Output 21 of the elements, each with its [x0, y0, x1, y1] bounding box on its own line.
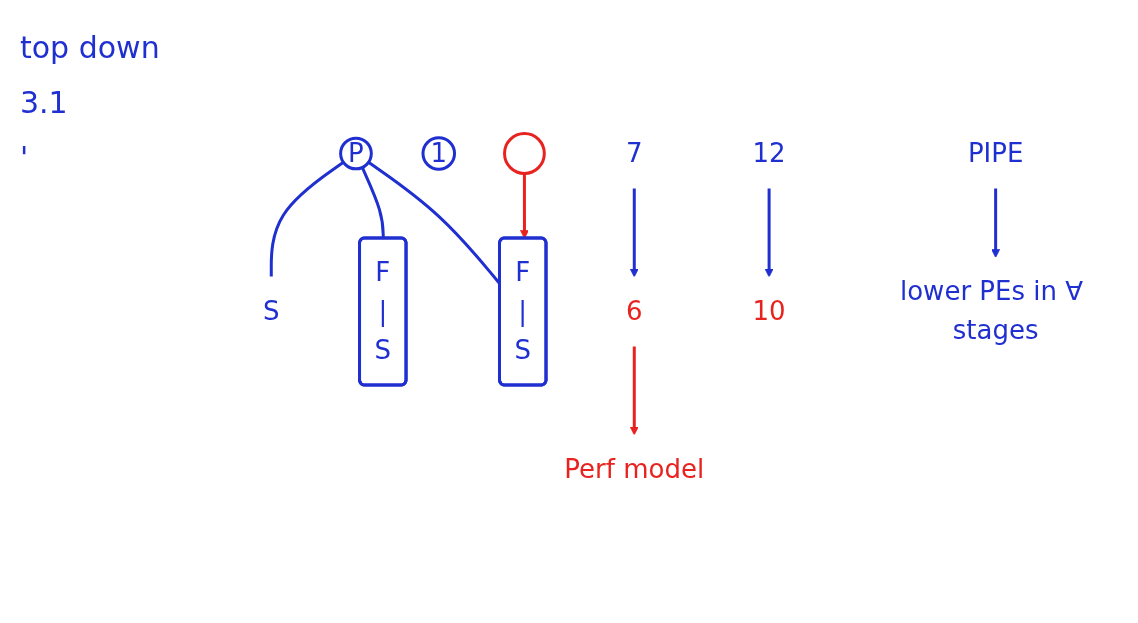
node-circle: P — [338, 136, 373, 171]
node-circle: 1 — [421, 136, 456, 171]
node-text: 7 — [625, 138, 643, 168]
arrow — [990, 188, 1000, 258]
node-text: PIPE — [967, 138, 1024, 168]
node-text: Perf model — [564, 453, 704, 484]
arrow — [629, 346, 639, 436]
arrow — [629, 188, 639, 278]
connector — [360, 166, 385, 239]
node-text: 10 — [752, 295, 786, 326]
handwritten-note: top down — [20, 30, 161, 65]
node-text: lower PEs in ∀ stages — [899, 276, 1083, 346]
connector — [269, 161, 344, 277]
arrow — [519, 173, 529, 239]
arrow — [764, 188, 774, 278]
handwritten-note: ' — [20, 140, 30, 175]
node-circle — [502, 132, 546, 175]
handwritten-note: 3.1 — [20, 85, 69, 120]
node-text: S — [262, 295, 280, 326]
node-text: 12 — [752, 138, 786, 168]
node-text: 6 — [625, 295, 643, 326]
